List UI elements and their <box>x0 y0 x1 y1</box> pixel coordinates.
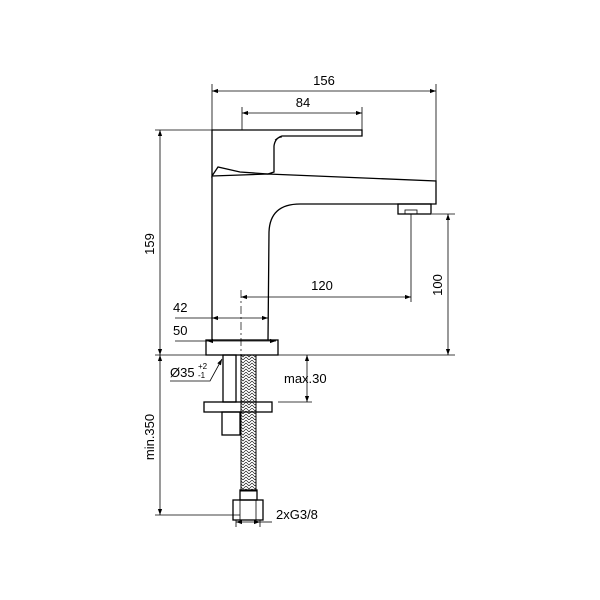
dimension-lines <box>157 88 451 525</box>
dim-156-label: 156 <box>313 73 335 88</box>
dim-120-label: 120 <box>311 278 333 293</box>
max-thickness-label: max.30 <box>284 371 327 386</box>
dim-100-label: 100 <box>430 274 445 296</box>
dim-50-label: 50 <box>173 323 187 338</box>
mounting-parts <box>203 354 273 521</box>
dim-42-label: 42 <box>173 300 187 315</box>
hole-tolerance-upper: +2 <box>198 362 208 371</box>
hole-tolerance-lower: -1 <box>198 371 206 380</box>
connection-label: 2xG3/8 <box>276 507 318 522</box>
dim-159-label: 159 <box>142 233 157 255</box>
dim-84-label: 84 <box>296 95 310 110</box>
hole-diameter-label: Ø35 <box>170 365 195 380</box>
min-hose-label: min.350 <box>142 414 157 460</box>
extension-lines <box>155 84 455 527</box>
faucet-outline <box>205 129 437 356</box>
